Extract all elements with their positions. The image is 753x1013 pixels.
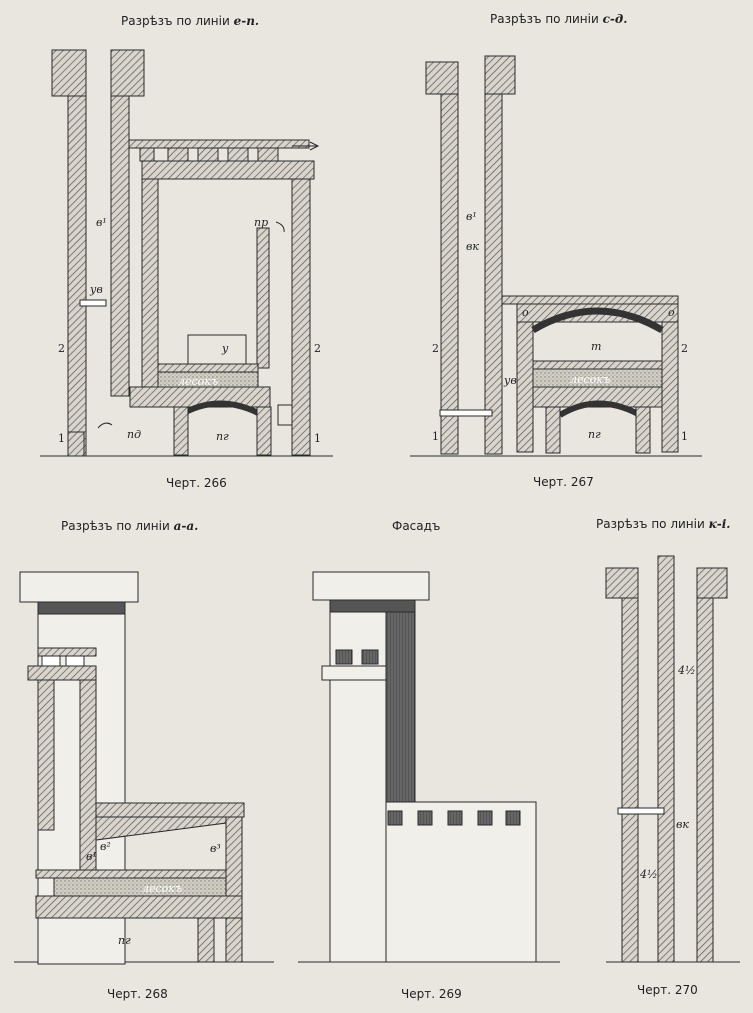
figure-269-caption: Черт. 269 (401, 987, 462, 1001)
mark-pg: пг (216, 430, 229, 443)
figure-269-drawing (298, 571, 560, 963)
mark-o-left: о (522, 306, 529, 319)
figure-270-caption: Черт. 270 (637, 983, 698, 997)
mark-uv: ув (503, 374, 517, 387)
mark-v3: в³ (210, 842, 221, 855)
figure-266-drawing: в¹ ув пр у лесокъ пд пг 2 2 1 1 (40, 49, 333, 457)
figure-268-title: Разрѣзъ по линіи а-а. (61, 519, 199, 533)
mark-2-right: 2 (681, 342, 688, 355)
wall-mid (484, 93, 503, 455)
mark-1-left: 1 (432, 430, 439, 443)
mark-t: т (591, 340, 601, 353)
mark-sand: лесокъ (570, 373, 610, 386)
mark-v2: в² (100, 840, 111, 853)
wall-left (67, 95, 87, 457)
chimney-cap-left (51, 49, 87, 97)
figure-268-caption: Черт. 268 (107, 987, 168, 1001)
mark-pr: пр (254, 216, 268, 229)
chimney-cap-right (110, 49, 145, 97)
mark-u: у (221, 342, 229, 355)
wall-mid (110, 95, 130, 397)
mark-o-right: о (668, 306, 675, 319)
figure-267-caption: Черт. 267 (533, 475, 594, 489)
mark-4half-top: 4½ (677, 664, 696, 677)
damper (79, 299, 107, 307)
top-channel (128, 139, 310, 149)
mark-vk: вк (466, 240, 479, 253)
oven-right-wall (291, 178, 311, 456)
mark-2-left: 2 (432, 342, 439, 355)
mark-sand: лесокъ (178, 375, 218, 388)
mark-pg: пг (588, 428, 601, 441)
mark-pg: пг (118, 934, 131, 947)
oven-top (141, 160, 315, 180)
mark-2-left: 2 (58, 342, 65, 355)
figure-266-caption: Черт. 266 (166, 476, 227, 490)
mark-1-right: 1 (681, 430, 688, 443)
mark-4half-bottom: 4½ (639, 868, 658, 881)
sand-layer (53, 877, 227, 897)
mark-pd: пд (127, 428, 141, 441)
figure-267-title: Разрѣзъ по линіи с-д. (490, 12, 628, 26)
figure-267-drawing: в¹ вк о о т лесокъ ув пг 2 2 1 1 (410, 55, 702, 457)
figure-268-drawing: лесокъ пг в¹ в² в³ (14, 571, 274, 965)
mark-v1: в¹ (466, 210, 477, 223)
figure-269-title: Фасадъ (392, 519, 441, 533)
oven-left-wall (141, 178, 159, 400)
mark-1-right: 1 (314, 432, 321, 445)
inner-flue (256, 227, 270, 369)
figure-270-title: Разрѣзъ по линіи к-і. (596, 517, 731, 531)
figure-266-title: Разрѣзъ по линіи е-п. (121, 14, 260, 28)
mark-uv: ув (89, 283, 103, 296)
mark-sand: лесокъ (142, 882, 182, 895)
mark-v1: в¹ (86, 850, 97, 863)
mark-vk: вк (676, 818, 689, 831)
wall-left (440, 93, 459, 455)
mark-1-left: 1 (58, 432, 65, 445)
figure-270-drawing: 4½ вк 4½ (605, 555, 740, 963)
mark-2-right: 2 (314, 342, 321, 355)
mark-v1: в¹ (96, 216, 107, 229)
